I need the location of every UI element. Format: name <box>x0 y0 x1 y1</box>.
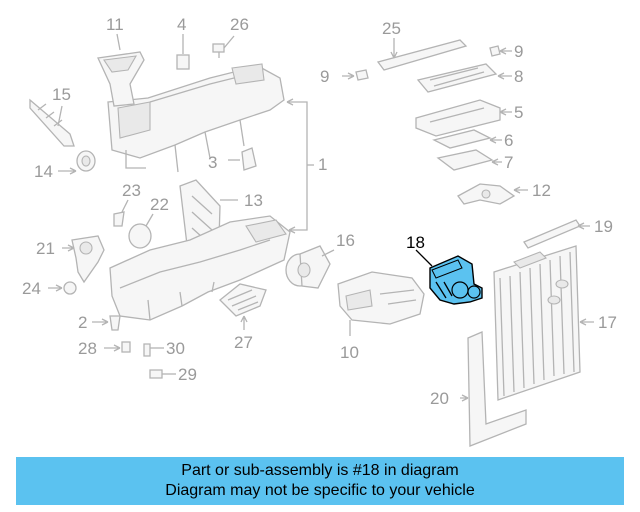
callout-3: 3 <box>208 153 217 172</box>
callout-22: 22 <box>150 195 169 214</box>
parts-diagram: 1 2 3 4 5 6 7 8 9 9 10 11 12 13 14 15 16… <box>22 15 617 447</box>
part-11-vent <box>97 33 145 107</box>
callout-2: 2 <box>78 313 87 332</box>
info-banner: Part or sub-assembly is #18 in diagram D… <box>16 457 624 505</box>
part-26-screw <box>212 35 235 58</box>
callout-16: 16 <box>336 231 355 250</box>
part-1-bracket <box>286 98 314 234</box>
part-25-strip <box>376 38 468 71</box>
part-28-screw <box>104 341 131 353</box>
part-2-clip <box>92 315 121 331</box>
part-14-ring <box>58 150 96 175</box>
part-30-clip <box>143 343 164 357</box>
part-17-radiator <box>493 245 594 401</box>
callout-19: 19 <box>594 217 613 236</box>
callout-11: 11 <box>106 15 124 34</box>
part-7-seal <box>436 149 502 171</box>
callout-26: 26 <box>230 15 249 34</box>
callout-29: 29 <box>178 365 197 384</box>
part-18-highlighted[interactable] <box>415 249 483 305</box>
part-9-clip-left <box>342 69 369 81</box>
part-24-nut <box>48 281 77 295</box>
part-19-strip <box>523 219 590 249</box>
part-21-actuator <box>62 235 105 284</box>
callout-21: 21 <box>36 239 55 258</box>
callout-25: 25 <box>382 19 401 38</box>
callout-10: 10 <box>340 343 359 362</box>
part-upper-housing <box>107 63 285 173</box>
part-20-seal <box>460 331 527 447</box>
part-16-blower-motor <box>285 245 335 289</box>
part-29-wire <box>149 369 176 379</box>
callout-20: 20 <box>430 389 449 408</box>
part-22-grommet <box>128 213 154 249</box>
callout-7: 7 <box>504 153 513 172</box>
callout-17: 17 <box>598 313 617 332</box>
part-15-sensor <box>29 98 75 147</box>
part-8-filter <box>416 63 512 93</box>
part-6-gasket <box>432 129 502 149</box>
part-lower-housing <box>109 215 291 321</box>
callout-23: 23 <box>122 181 141 200</box>
callout-30: 30 <box>166 339 185 358</box>
callout-labels: 1 2 3 4 5 6 7 8 9 9 10 11 12 13 14 15 16… <box>22 15 617 408</box>
part-5-tray <box>415 99 512 137</box>
callout-27: 27 <box>234 333 253 352</box>
part-10-control-unit <box>337 271 425 336</box>
callout-28: 28 <box>78 339 97 358</box>
callout-9b: 9 <box>514 42 523 61</box>
part-3-bracket <box>228 147 257 171</box>
callout-8: 8 <box>514 67 523 86</box>
part-27-filter <box>219 283 267 330</box>
callout-6: 6 <box>504 131 513 150</box>
part-9-clip <box>489 45 512 57</box>
part-12-bracket <box>457 183 528 205</box>
callout-12: 12 <box>532 181 551 200</box>
callout-5: 5 <box>514 103 523 122</box>
banner-line-1: Part or sub-assembly is #18 in diagram <box>181 462 459 479</box>
callout-4: 4 <box>177 15 186 34</box>
callout-1: 1 <box>318 155 327 174</box>
callout-14: 14 <box>34 162 53 181</box>
part-4-clip <box>176 34 190 70</box>
callout-24: 24 <box>22 279 41 298</box>
part-23-clip <box>113 199 129 227</box>
callout-15: 15 <box>52 85 71 104</box>
callout-18: 18 <box>406 233 425 252</box>
callout-13: 13 <box>244 191 263 210</box>
banner-line-2: Diagram may not be specific to your vehi… <box>165 482 475 499</box>
callout-9: 9 <box>320 67 329 86</box>
